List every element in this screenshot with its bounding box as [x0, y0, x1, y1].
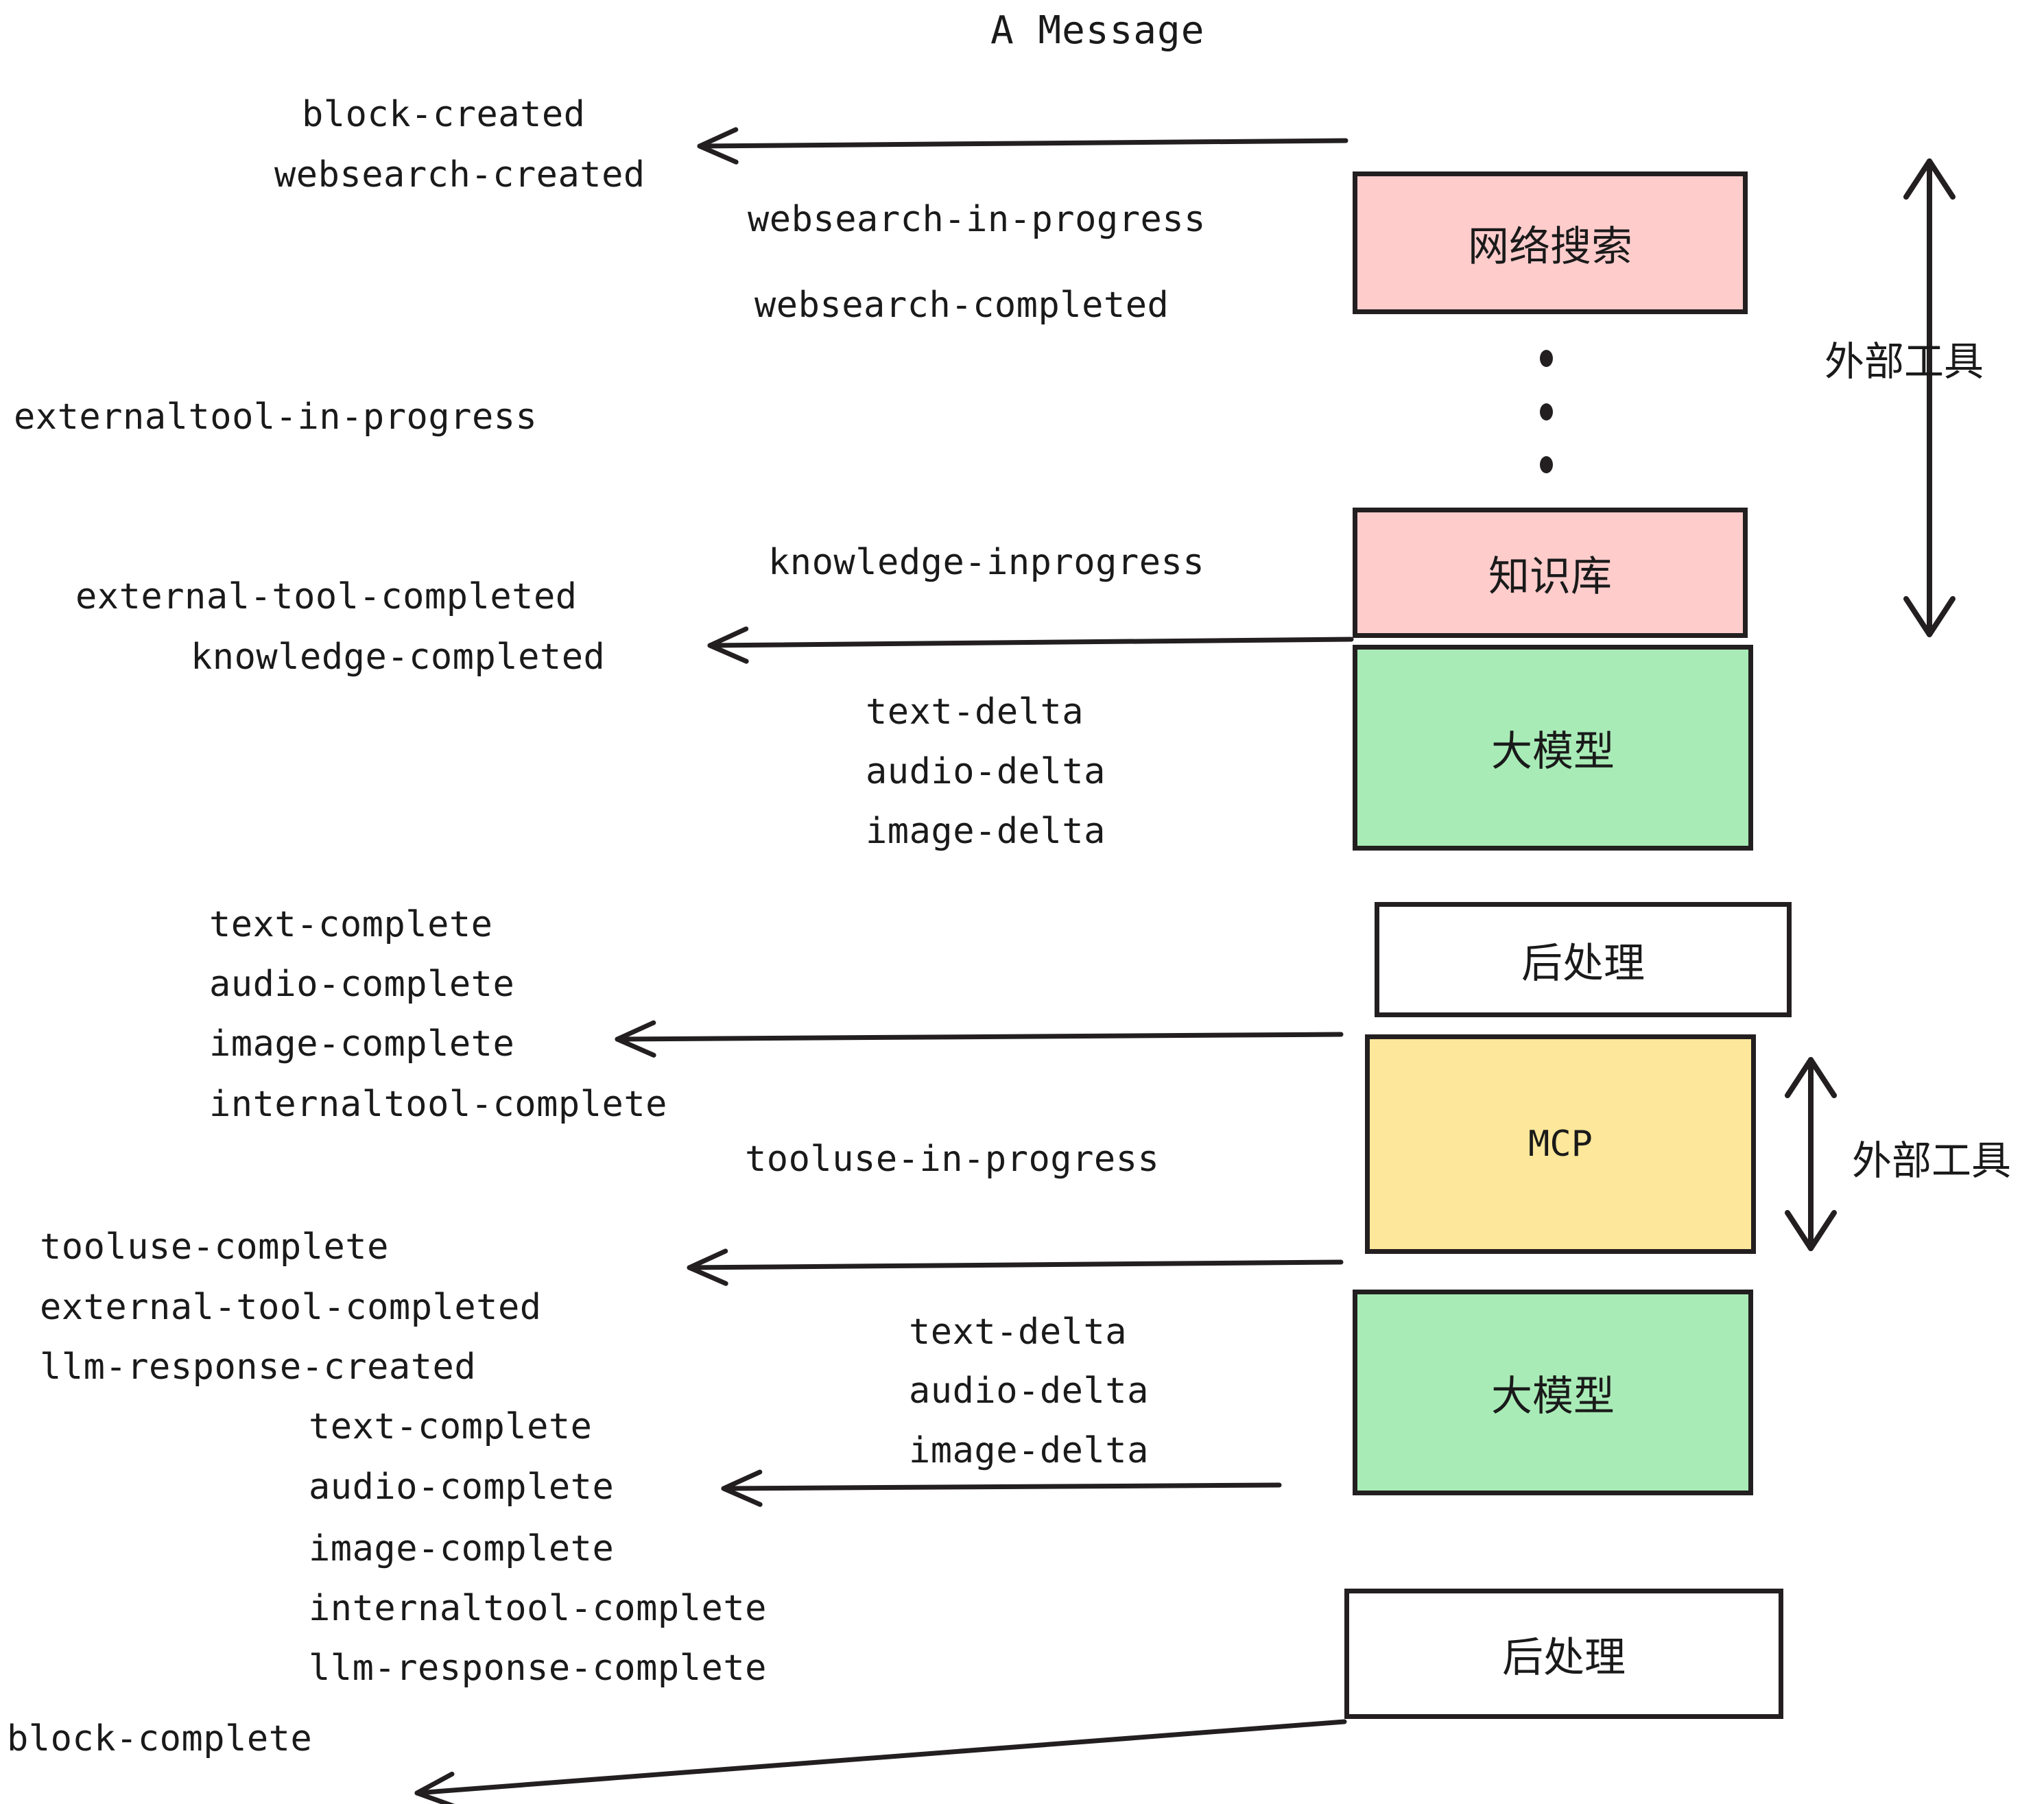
event-label-audio-delta-2: audio-delta — [909, 1370, 1149, 1412]
arrowhead-down-icon — [1785, 1210, 1837, 1251]
event-label-image-complete-1: image-complete — [209, 1023, 515, 1065]
event-label-text-complete-2: text-complete — [309, 1406, 593, 1447]
arrow-arrow-tooluse-done — [687, 1248, 1344, 1286]
box-postproc-2: 后处理 — [1344, 1589, 1783, 1719]
ellipsis-dot — [1540, 456, 1553, 473]
event-label-audio-complete-1: audio-complete — [209, 964, 515, 1005]
event-label-text-delta-1: text-delta — [866, 691, 1084, 733]
arrowhead-icon — [721, 1469, 763, 1507]
event-label-websearch-created: websearch-created — [274, 154, 645, 195]
event-label-block-created: block-created — [302, 94, 586, 135]
event-label-tooluse-complete: tooluse-complete — [40, 1226, 389, 1268]
event-label-knowledge-inprogress: knowledge-inprogress — [768, 542, 1205, 583]
arrowhead-icon — [707, 626, 749, 664]
event-label-websearch-in-progress: websearch-in-progress — [748, 199, 1206, 240]
event-label-image-delta-2: image-delta — [909, 1430, 1149, 1471]
event-label-audio-complete-2: audio-complete — [309, 1467, 615, 1508]
event-label-llm-response-created: llm-response-created — [40, 1346, 477, 1388]
arrow-arrow-block-complete — [414, 1719, 1347, 1804]
double-arrow-external-tool-arrow-bottom — [1785, 1057, 1837, 1251]
side-label-external-tool-bottom: 外部工具 — [1852, 1137, 2012, 1184]
event-label-external-tool-completed-1: external-tool-completed — [75, 576, 578, 617]
arrowhead-down-icon — [1903, 596, 1956, 637]
event-label-image-complete-2: image-complete — [309, 1528, 615, 1569]
box-websearch: 网络搜索 — [1353, 171, 1748, 314]
double-arrow-external-tool-arrow-top — [1903, 158, 1956, 637]
event-label-text-delta-2: text-delta — [909, 1312, 1128, 1353]
arrow-arrow-knowledge-done — [707, 626, 1354, 664]
arrowhead-up-icon — [1903, 158, 1956, 200]
vertical-ellipsis-icon — [1540, 350, 1553, 473]
event-label-text-complete-1: text-complete — [209, 904, 493, 945]
arrow-arrow-image-complete — [615, 1020, 1344, 1058]
event-label-externaltool-in-progress: externaltool-in-progress — [14, 396, 538, 438]
arrowhead-icon — [414, 1771, 455, 1804]
box-llm-2: 大模型 — [1353, 1290, 1753, 1495]
ellipsis-dot — [1540, 403, 1553, 420]
event-label-tooluse-in-progress: tooluse-in-progress — [745, 1139, 1160, 1180]
page-title: A Message — [990, 8, 1205, 53]
arrowhead-icon — [697, 127, 739, 165]
arrowhead-icon — [615, 1020, 656, 1058]
event-label-internaltool-complete-2: internaltool-complete — [309, 1588, 767, 1629]
side-label-external-tool-top: 外部工具 — [1825, 338, 1984, 385]
arrowhead-icon — [687, 1248, 728, 1286]
event-label-audio-delta-1: audio-delta — [866, 751, 1106, 792]
event-label-block-complete: block-complete — [7, 1718, 313, 1759]
ellipsis-dot — [1540, 350, 1553, 367]
arrow-arrow-block-created — [697, 127, 1348, 165]
event-label-image-delta-1: image-delta — [866, 811, 1106, 852]
arrow-arrow-audio-complete — [721, 1469, 1282, 1507]
event-label-internaltool-complete-1: internaltool-complete — [209, 1084, 667, 1125]
box-postproc-1: 后处理 — [1375, 902, 1792, 1017]
box-llm-1: 大模型 — [1353, 645, 1753, 851]
event-label-llm-response-complete: llm-response-complete — [309, 1648, 767, 1689]
event-label-websearch-completed: websearch-completed — [754, 285, 1169, 326]
event-label-knowledge-completed: knowledge-completed — [191, 637, 606, 678]
arrowhead-up-icon — [1785, 1057, 1837, 1098]
box-mcp: MCP — [1365, 1034, 1756, 1254]
box-knowledge: 知识库 — [1353, 508, 1748, 638]
event-label-external-tool-completed-2: external-tool-completed — [40, 1287, 542, 1328]
